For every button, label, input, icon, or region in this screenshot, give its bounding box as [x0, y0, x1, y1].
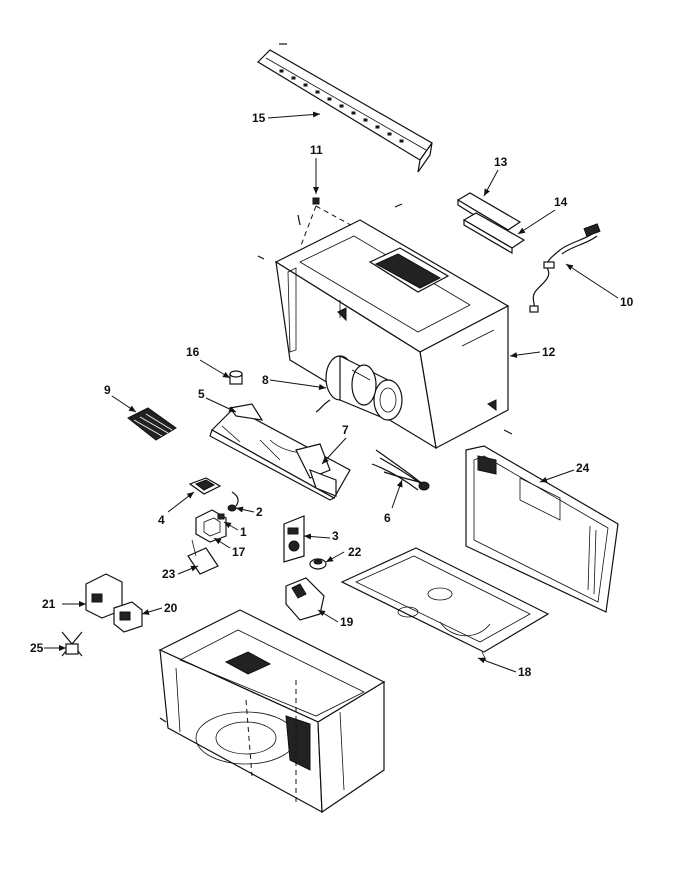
callout-11: 11 [310, 143, 323, 157]
part-22-fuse [309, 558, 327, 570]
callout-16: 16 [186, 345, 200, 359]
part-20-21-25-components [61, 573, 143, 657]
callout-21: 21 [42, 597, 56, 611]
callout-1: 1 [240, 525, 247, 539]
oven-cavity-frame [158, 609, 386, 814]
part-16-knob [229, 370, 243, 385]
part-5-7-air-guide [209, 403, 351, 501]
callout-3: 3 [332, 529, 339, 543]
callout-6: 6 [384, 511, 391, 525]
callout-4: 4 [158, 513, 165, 527]
callout-17: 17 [232, 545, 246, 559]
callout-2: 2 [256, 505, 263, 519]
part-4-switch [188, 477, 222, 495]
callout-12: 12 [542, 345, 556, 359]
part-3-control-board [283, 515, 305, 563]
part-9-grille [127, 407, 177, 441]
part-23-bracket [187, 539, 219, 575]
callout-9: 9 [104, 383, 111, 397]
callout-labels: 15 11 13 14 10 12 16 8 9 5 7 6 4 2 1 17 … [30, 111, 634, 679]
callout-15: 15 [252, 111, 266, 125]
callout-23: 23 [162, 567, 176, 581]
part-13-14-cover [456, 192, 526, 255]
callout-14: 14 [554, 195, 568, 209]
callout-7: 7 [342, 423, 349, 437]
part-15-top-rail [257, 43, 433, 173]
callout-13: 13 [494, 155, 508, 169]
callout-20: 20 [164, 601, 178, 615]
leader-lines [44, 111, 619, 673]
part-18-base-plate [340, 547, 550, 661]
callout-22: 22 [348, 545, 362, 559]
part-6-wire-harness [371, 449, 430, 491]
part-1-2-17-interlock [195, 491, 239, 543]
callout-24: 24 [576, 461, 590, 475]
callout-18: 18 [518, 665, 532, 679]
part-8-blower-motor [315, 355, 403, 421]
part-10-power-cord [529, 223, 601, 313]
callout-25: 25 [30, 641, 44, 655]
part-24-front-panel [465, 445, 619, 613]
part-19-block [285, 577, 325, 621]
callout-10: 10 [620, 295, 634, 309]
callout-19: 19 [340, 615, 354, 629]
callout-8: 8 [262, 373, 269, 387]
callout-5: 5 [198, 387, 205, 401]
